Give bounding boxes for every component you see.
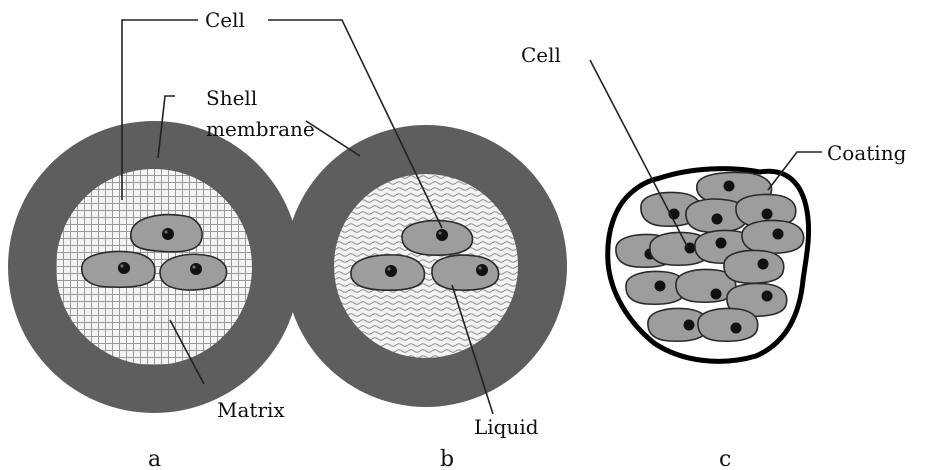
- panel-b: [285, 125, 567, 407]
- cell-label-ab: Cell: [205, 8, 245, 32]
- panel-c: [608, 169, 809, 362]
- shell-label: Shell: [206, 86, 257, 110]
- cell-left-a: [82, 252, 155, 288]
- matrix-label: Matrix: [217, 398, 285, 422]
- cell-top-b: [402, 221, 472, 256]
- panel-a: [8, 121, 300, 413]
- cell-label-c: Cell: [521, 43, 561, 67]
- cell-top-a: [131, 215, 202, 252]
- panel-label-c: c: [719, 447, 731, 470]
- cell-right-a: [160, 254, 227, 290]
- cluster-cell: [724, 251, 784, 284]
- panel-label-a: a: [148, 447, 161, 470]
- cluster-cell: [698, 309, 758, 342]
- liquid-label: Liquid: [474, 415, 539, 439]
- panel-label-b: b: [440, 447, 454, 470]
- cell-right-b: [432, 255, 499, 290]
- coating-label: Coating: [827, 141, 907, 165]
- membrane-label: membrane: [206, 117, 315, 141]
- cluster-cell: [742, 221, 804, 254]
- cell-left-b: [351, 255, 425, 290]
